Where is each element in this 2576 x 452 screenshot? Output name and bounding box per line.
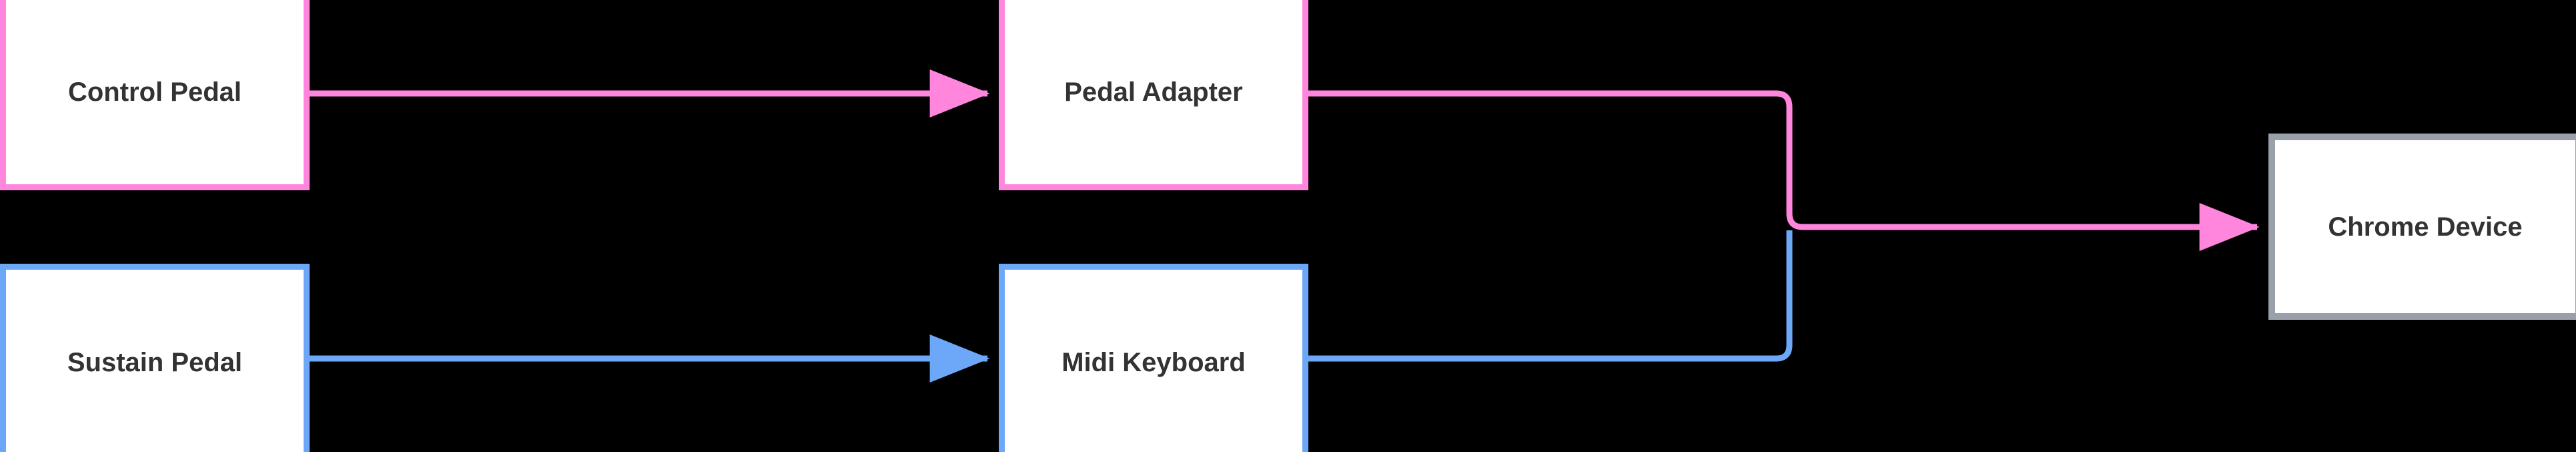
node-chrome-device-label: Chrome Device xyxy=(2328,212,2523,242)
node-control-pedal-label: Control Pedal xyxy=(67,77,242,107)
edge-midi-keyboard-to-junction xyxy=(1308,230,1793,362)
node-midi-keyboard[interactable]: Midi Keyboard xyxy=(999,264,1308,452)
node-pedal-adapter-label: Pedal Adapter xyxy=(1064,77,1243,107)
node-midi-keyboard-label: Midi Keyboard xyxy=(1061,347,1246,377)
node-sustain-pedal[interactable]: Sustain Pedal xyxy=(0,264,310,452)
node-control-pedal[interactable]: Control Pedal xyxy=(0,0,310,190)
node-sustain-pedal-label: Sustain Pedal xyxy=(67,347,243,377)
edge-pedal-adapter-to-chrome-device xyxy=(1308,90,2260,251)
node-pedal-adapter[interactable]: Pedal Adapter xyxy=(999,0,1308,190)
node-chrome-device[interactable]: Chrome Device xyxy=(2268,134,2576,320)
